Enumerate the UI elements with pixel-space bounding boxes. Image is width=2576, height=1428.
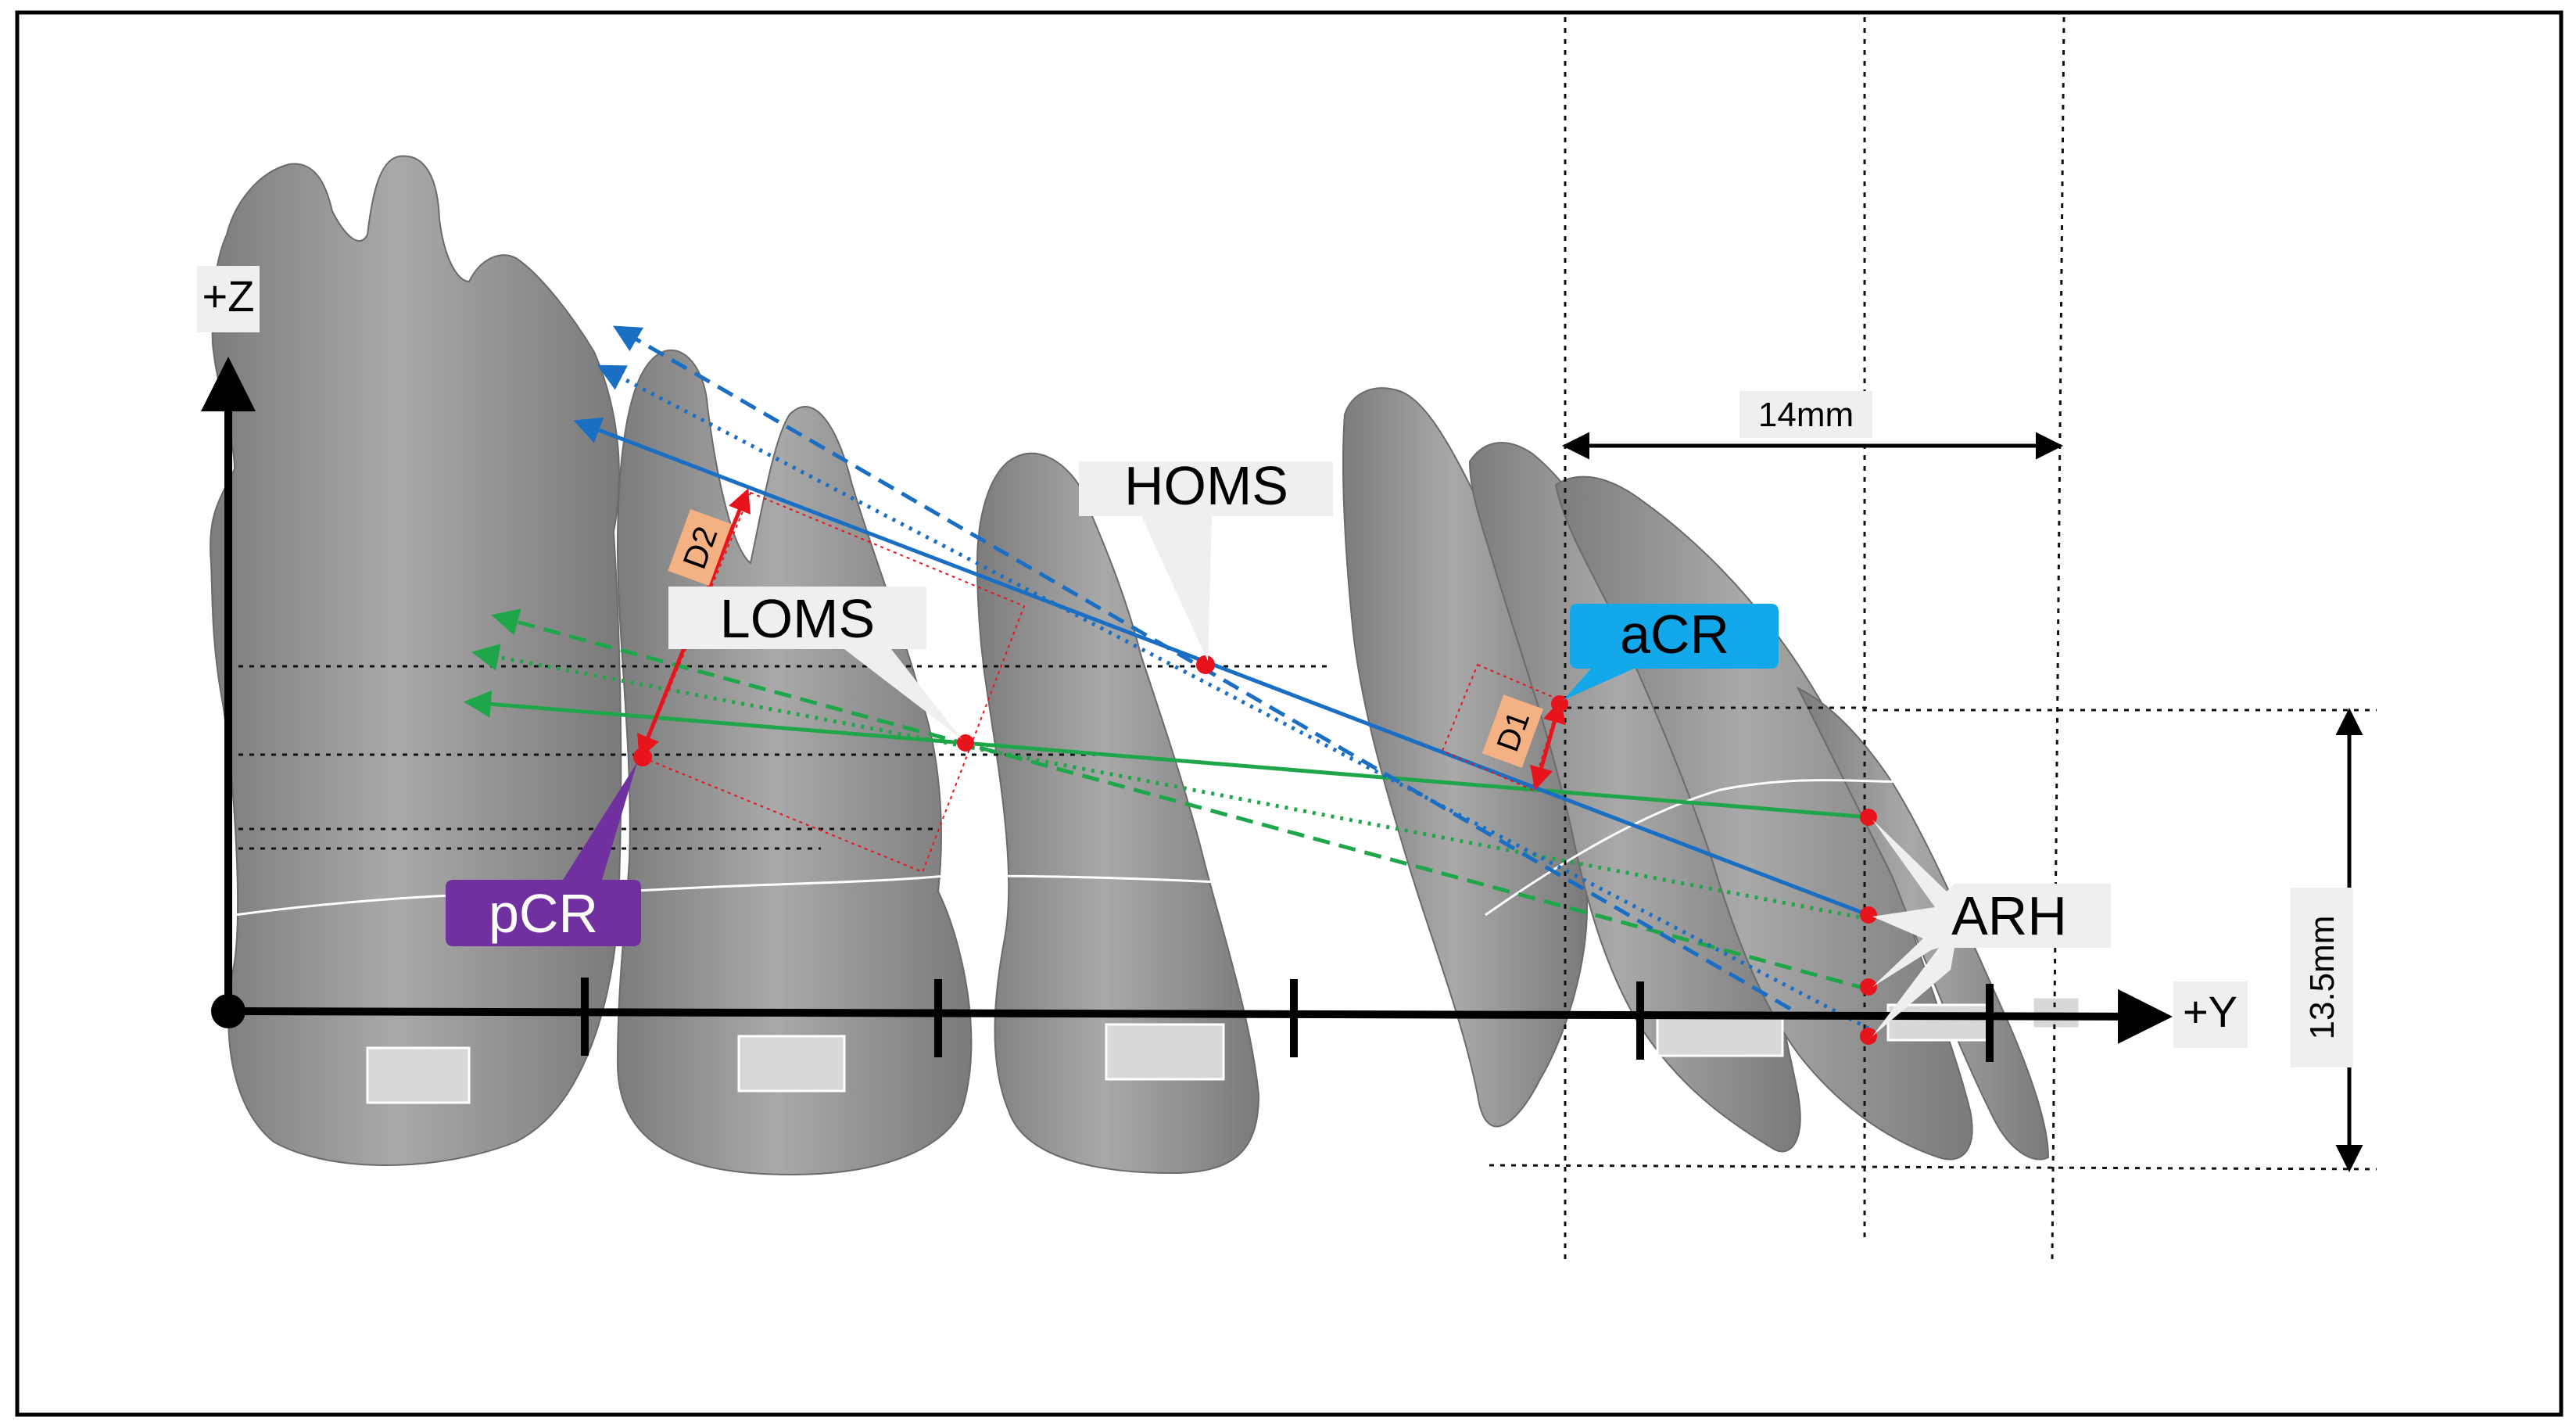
pcr-point [633,748,652,766]
axes [201,357,2173,1062]
pcr-callout-shape [446,762,641,946]
homs-point [1196,655,1215,674]
arh-label: ARH [1951,885,2067,946]
acr-callout-shape [1564,604,1779,700]
y-axis [228,988,2173,1044]
arh-point-4 [1860,1028,1877,1045]
loms-callout-shape [668,587,962,739]
arh-callout-shape [1872,820,2111,1036]
homs-callout-shape [1079,461,1333,661]
d1-tag: D1 [1481,694,1544,768]
axis-origin [211,994,245,1028]
acr-label: aCR [1620,604,1729,665]
bracket-2 [737,1035,846,1093]
d2-tag: D2 [668,508,732,587]
width-dimension-label: 14mm [1758,396,1854,434]
brackets [366,996,2081,1104]
canine [1342,387,1589,1128]
arh-point-2 [1860,906,1877,924]
loms-label: LOMS [720,588,875,649]
pcr-label: pCR [489,883,598,944]
y-axis-label: +Y [2183,987,2237,1036]
bracket-5 [1886,1003,1991,1042]
z-axis-label: +Z [202,271,255,321]
bracket-3 [1105,1023,1225,1081]
height-dimension-label: 13.5mm [2303,916,2341,1040]
d1-construction [1441,663,1566,791]
bracket-1 [366,1046,471,1104]
arh-point-1 [1860,809,1877,826]
homs-label: HOMS [1124,455,1288,516]
arh-point-3 [1860,978,1877,996]
